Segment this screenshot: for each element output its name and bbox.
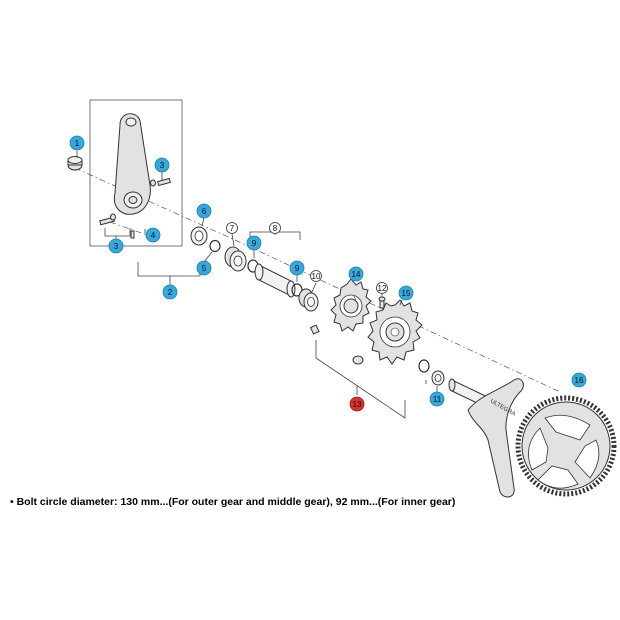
callout-label: 6 xyxy=(202,207,207,216)
callout-10: 10 xyxy=(310,270,322,282)
callout-label: 9 xyxy=(295,264,300,273)
callout-circle xyxy=(289,260,305,276)
callout-label: 4 xyxy=(151,231,156,240)
callout-13: 13 xyxy=(349,396,365,412)
callout-circle xyxy=(154,157,170,173)
callout-5: 5 xyxy=(196,260,212,276)
callout-15: 15 xyxy=(398,285,414,301)
callout-circle xyxy=(246,235,262,251)
callout-3: 3 xyxy=(154,157,170,173)
inner-chainring xyxy=(330,278,372,332)
outer-chainring xyxy=(515,395,617,497)
callout-label: 2 xyxy=(168,288,173,297)
callout-11: 11 xyxy=(429,391,445,407)
left-bb-adapter xyxy=(224,246,247,272)
callout-circle xyxy=(349,396,365,412)
callout-circle xyxy=(196,260,212,276)
callout-circle xyxy=(376,282,388,294)
middle-chainring xyxy=(367,299,423,365)
left-crank-arm xyxy=(113,113,151,215)
callout-label: 10 xyxy=(312,272,321,281)
callout-circle xyxy=(571,372,587,388)
callout-6: 6 xyxy=(196,203,212,219)
callout-label: 14 xyxy=(352,270,361,279)
callout-label: 1 xyxy=(75,139,80,148)
callout-circle xyxy=(398,285,414,301)
callout-circle xyxy=(226,222,238,234)
callout-9: 9 xyxy=(289,260,305,276)
callout-circle xyxy=(162,284,178,300)
callout-circle xyxy=(269,222,281,234)
chainring-bolts xyxy=(309,324,364,365)
callout-1: 1 xyxy=(69,135,85,151)
callout-label: 9 xyxy=(252,239,257,248)
pinch-bolts xyxy=(99,177,171,239)
callout-label: 8 xyxy=(273,224,278,233)
callout-9: 9 xyxy=(246,235,262,251)
callout-circle xyxy=(310,270,322,282)
callout-14: 14 xyxy=(348,266,364,282)
bolt-circle-note: • Bolt circle diameter: 130 mm...(For ou… xyxy=(10,496,456,508)
callout-label: 5 xyxy=(202,264,207,273)
callout-circle xyxy=(348,266,364,282)
callout-circle xyxy=(196,203,212,219)
callout-label: 11 xyxy=(433,395,442,404)
crank-arm-fixing-cap xyxy=(67,156,83,171)
callout-2: 2 xyxy=(162,284,178,300)
right-crank-assembly: ULTEGRA xyxy=(448,378,524,498)
callout-8: 8 xyxy=(269,222,281,234)
callout-circle xyxy=(69,135,85,151)
inner-cover xyxy=(254,263,296,298)
callout-16: 16 xyxy=(571,372,587,388)
left-crank-frame xyxy=(89,99,183,247)
spacer xyxy=(418,359,445,386)
callout-circle xyxy=(145,227,161,243)
callout-label: 7 xyxy=(230,224,235,233)
callout-label: 15 xyxy=(402,289,411,298)
callout-circle xyxy=(108,238,124,254)
callout-circle xyxy=(429,391,445,407)
right-bb-adapter xyxy=(298,288,319,312)
callout-label: 3 xyxy=(160,161,165,170)
callout-7: 7 xyxy=(226,222,238,234)
callout-label: 13 xyxy=(353,400,362,409)
o-ring xyxy=(209,239,221,253)
callout-12: 12 xyxy=(376,282,388,294)
callout-label: 16 xyxy=(575,376,584,385)
callout-3: 3 xyxy=(108,238,124,254)
washer xyxy=(190,226,208,246)
callout-4: 4 xyxy=(145,227,161,243)
callout-label: 3 xyxy=(114,242,119,251)
callout-label: 12 xyxy=(378,284,387,293)
